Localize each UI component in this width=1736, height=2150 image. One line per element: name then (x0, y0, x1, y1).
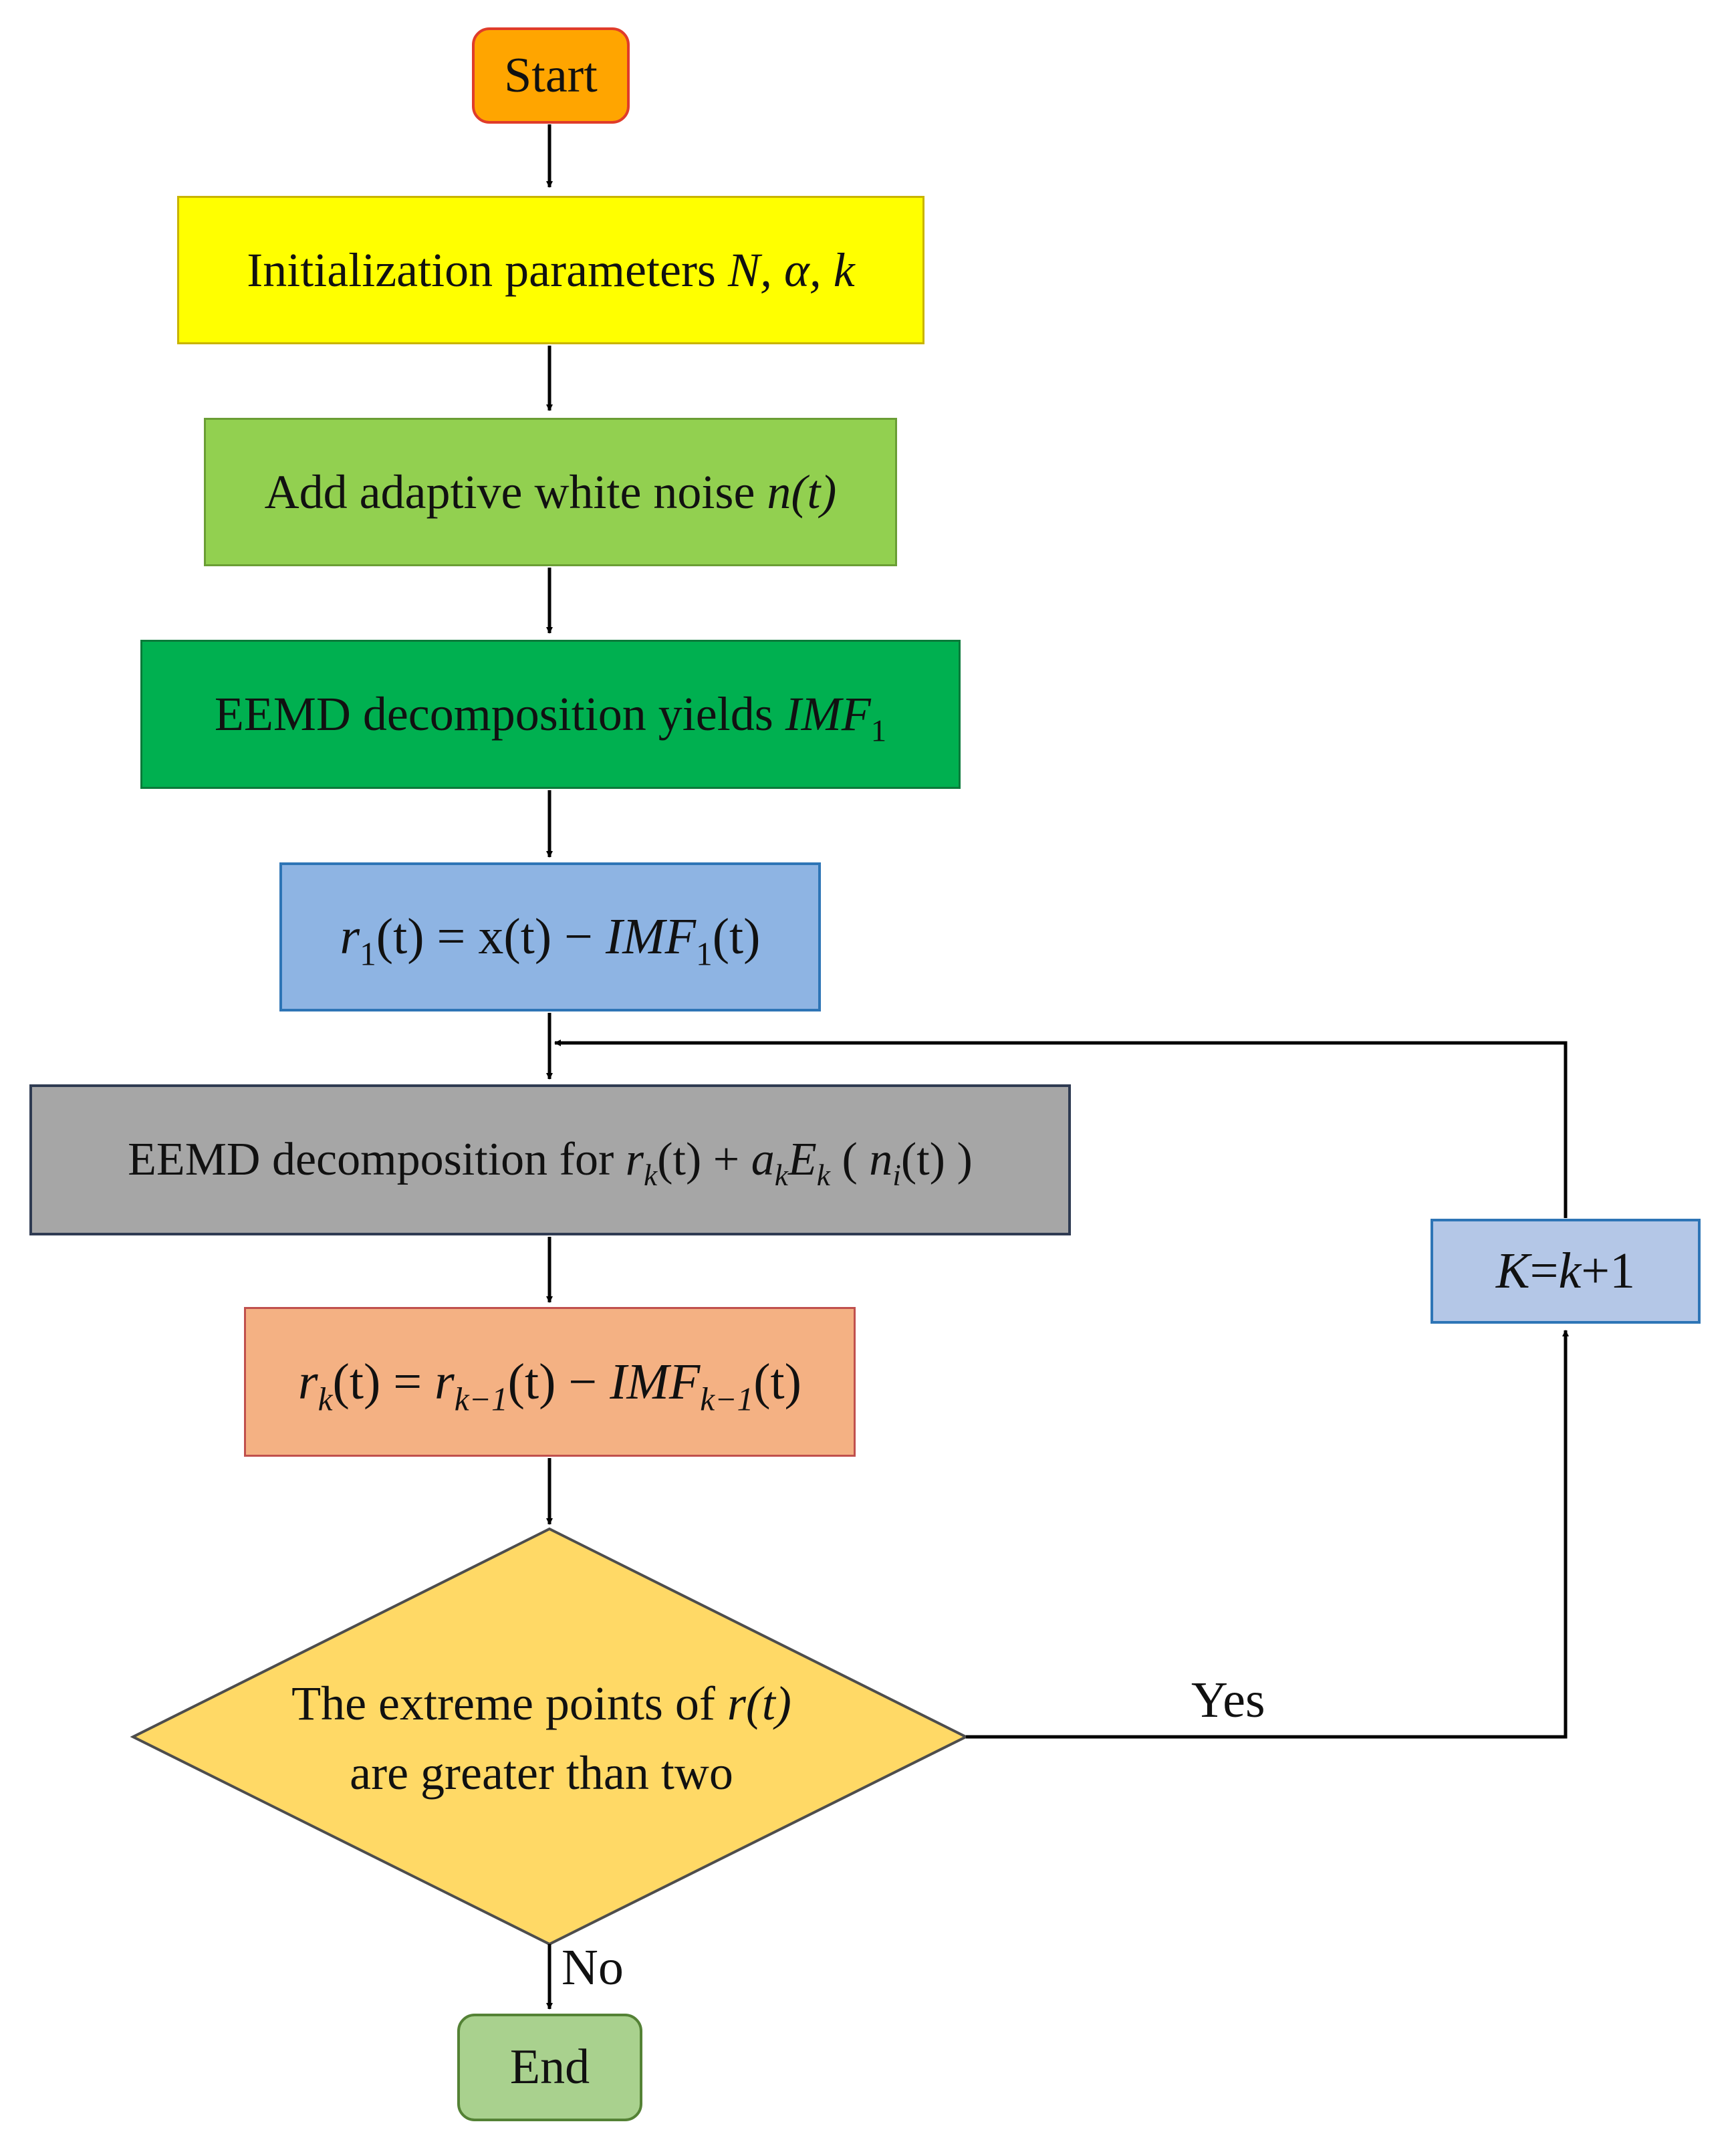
eemd-iteration-formula: EEMD decomposition for rk(t) + akEk ( ni… (128, 1134, 973, 1192)
decision-node: The extreme points of r(t) are greater t… (201, 1651, 882, 1825)
add-noise-node: Add adaptive white noise n(t) (204, 418, 897, 566)
increment-node: K=k+1 (1431, 1219, 1701, 1324)
increment-formula: K=k+1 (1495, 1243, 1636, 1299)
no-label: No (562, 1939, 624, 1996)
start-label: Start (504, 47, 598, 103)
residual-first-node: r1(t) = x(t) − IMF1(t) (279, 862, 821, 1011)
residual-update-node: rk(t) = rk−1(t) − IMFk−1(t) (244, 1307, 856, 1457)
arrow-yes-to-increment (966, 1330, 1569, 1739)
eemd1-sub: 1 (870, 713, 887, 749)
decision-line1: The extreme points of (291, 1677, 727, 1730)
decision-line2: are greater than two (350, 1746, 733, 1800)
residual-first-formula: r1(t) = x(t) − IMF1(t) (340, 909, 761, 973)
eemd-first-node: EEMD decomposition yields IMF1 (140, 640, 961, 789)
decision-var: r(t) (727, 1677, 791, 1730)
noise-text: Add adaptive white noise (264, 465, 767, 519)
noise-var: n(t) (767, 465, 837, 519)
end-node: End (457, 2014, 642, 2121)
residual-update-formula: rk(t) = rk−1(t) − IMFk−1(t) (298, 1353, 801, 1417)
init-text: Initialization parameters (247, 243, 728, 297)
init-vars: N, α, k (727, 243, 855, 297)
eemd-iteration-node: EEMD decomposition for rk(t) + akEk ( ni… (29, 1084, 1071, 1235)
arrow-increment-loop-back (554, 1040, 1568, 1218)
yes-label: Yes (1191, 1672, 1265, 1728)
start-node: Start (472, 27, 630, 124)
end-label: End (509, 2040, 590, 2095)
eemd1-text: EEMD decomposition yields (214, 687, 785, 741)
eemd1-imf: IMF (785, 687, 871, 741)
init-parameters-node: Initialization parameters N, α, k (177, 196, 924, 344)
